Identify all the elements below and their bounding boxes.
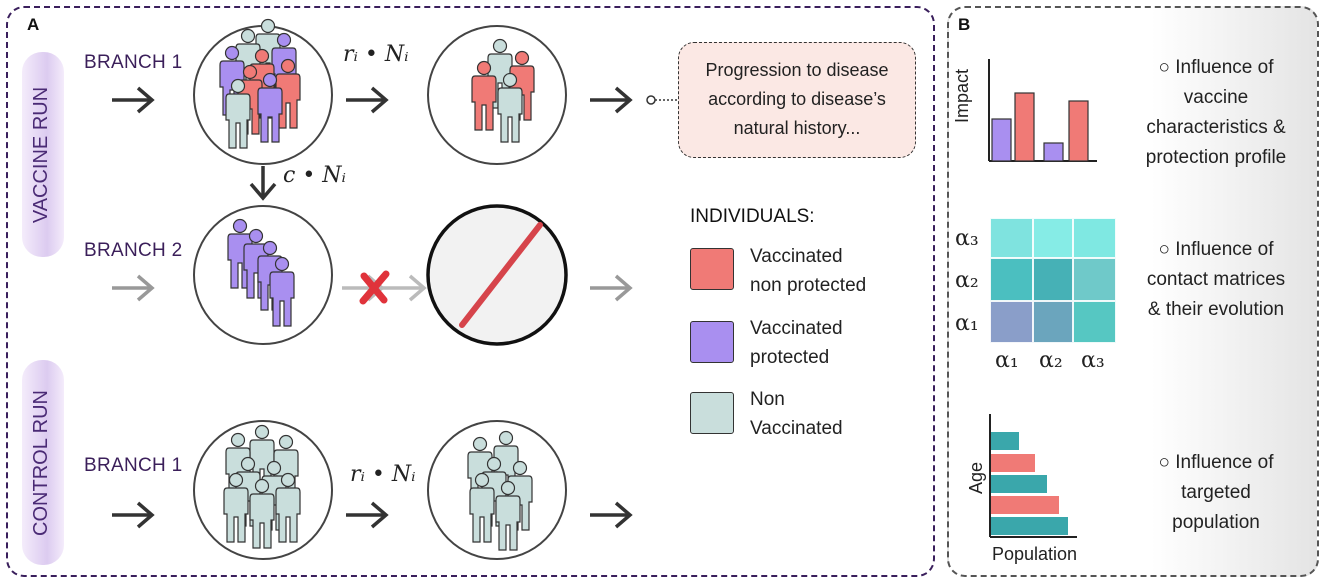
panel-a — [6, 6, 935, 577]
impact-bar — [991, 118, 1012, 162]
matrix-cell — [1033, 301, 1073, 343]
matrix-cell — [1073, 218, 1116, 258]
panel-b-graphics — [988, 59, 1097, 538]
control-branch1-label: BRANCH 1 — [84, 455, 183, 476]
rate-label-top: rᵢ • Nᵢ — [343, 42, 409, 67]
branch2-label: BRANCH 2 — [84, 240, 183, 261]
matrix-cell — [990, 258, 1033, 301]
population-axis-label: Population — [992, 544, 1078, 564]
population-bar — [991, 475, 1047, 493]
matrix-col-label: α₂ — [1039, 348, 1063, 373]
impact-bar — [1014, 92, 1035, 162]
connector-dot — [646, 95, 656, 105]
branch1-label: BRANCH 1 — [84, 52, 183, 73]
panel-a-graphics — [110, 18, 678, 560]
impact-chart — [988, 59, 1097, 162]
panel-b-label: B — [958, 15, 971, 34]
blocked-arrow-icon — [340, 274, 390, 302]
vaccine-run-pill — [22, 52, 64, 257]
matrix-cell — [1073, 258, 1116, 301]
impact-bar — [1068, 100, 1089, 162]
impact-axis-label: Impact — [952, 68, 972, 123]
legend-swatch-vaccinated-protected — [690, 321, 734, 363]
population-bar — [991, 496, 1059, 514]
population-bar — [991, 454, 1035, 472]
circle-branch2-empty — [426, 204, 568, 346]
age-axis-label: Age — [966, 461, 986, 494]
population-bar — [991, 432, 1019, 450]
rate-label-down: c • Nᵢ — [283, 163, 346, 188]
matrix-col-label: α₃ — [1081, 348, 1105, 373]
matrix-cell — [1073, 301, 1116, 343]
panel-a-label: A — [27, 15, 40, 34]
arrow-down-icon — [249, 166, 277, 201]
matrix-row-label: α₁ — [955, 311, 979, 336]
progression-line: Progression to disease — [705, 60, 889, 80]
population-bar — [991, 517, 1068, 535]
progression-line: according to disease’s — [708, 89, 886, 109]
progression-box: Progression to disease according to dise… — [678, 42, 916, 158]
matrix-row-label: α₃ — [955, 226, 979, 251]
matrix-cell — [990, 218, 1033, 258]
red-cross-icon — [359, 270, 390, 305]
progression-line: natural history... — [733, 118, 861, 138]
matrix-row-label: α₂ — [955, 268, 979, 293]
legend-swatch-non-vaccinated — [690, 392, 734, 434]
matrix-cell — [990, 301, 1033, 343]
legend-title: INDIVIDUALS: — [690, 206, 815, 227]
rate-label-bottom: rᵢ • Nᵢ — [350, 462, 416, 487]
matrix-col-label: α₁ — [995, 348, 1019, 373]
control-run-pill — [22, 360, 64, 565]
impact-bar — [1043, 142, 1064, 162]
population-chart — [989, 414, 1077, 538]
matrix-cell — [1033, 218, 1073, 258]
empty-slash — [459, 222, 543, 328]
matrix-cell — [1033, 258, 1073, 301]
legend-swatch-vaccinated-non-protected — [690, 248, 734, 290]
